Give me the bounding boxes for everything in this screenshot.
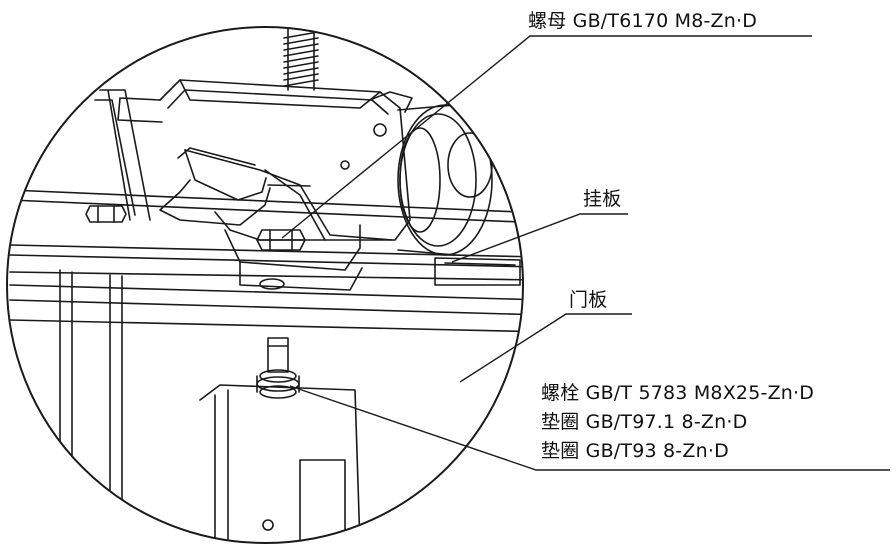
door-panel-outline	[9, 269, 523, 541]
hook-clip	[159, 147, 393, 241]
callout-bolt: 螺栓 GB/T 5783 M8X25-Zn·D	[541, 382, 815, 404]
lower-frame-channel	[199, 384, 361, 543]
threaded-rod	[283, 27, 319, 91]
hex-nut	[256, 229, 306, 251]
callout-nut: 螺母 GB/T6170 M8-Zn·D	[528, 10, 758, 32]
mounting-block	[224, 224, 363, 291]
left-nut	[85, 205, 127, 223]
callout-hanger-plate: 挂板	[583, 188, 622, 210]
callout-flat-washer: 垫圈 GB/T97.1 8-Zn·D	[541, 411, 748, 433]
leader-bolt	[289, 385, 890, 471]
leader-hanger-plate	[451, 213, 628, 263]
bolt-assembly	[256, 337, 300, 399]
callout-door-panel: 门板	[569, 289, 608, 311]
leader-nut	[281, 35, 812, 239]
right-lower-rail	[434, 257, 521, 286]
callout-spring-washer: 垫圈 GB/T93 8-Zn·D	[541, 440, 729, 462]
leader-door-panel	[459, 313, 632, 383]
roller-wheel	[397, 104, 493, 256]
track-beam	[9, 189, 523, 281]
detail-circle	[6, 26, 524, 544]
left-rail	[94, 89, 151, 221]
